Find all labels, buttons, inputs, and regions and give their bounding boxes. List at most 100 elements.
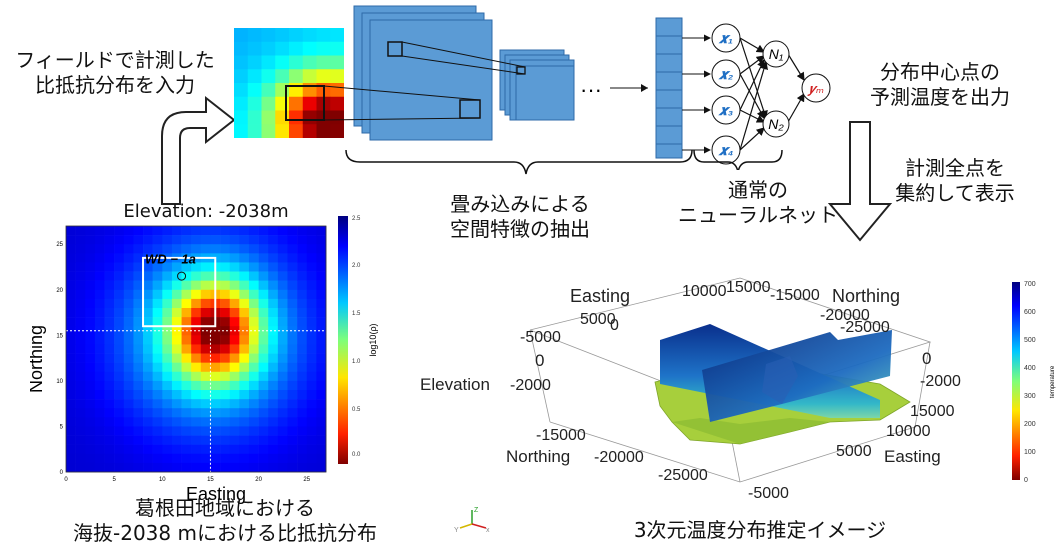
heatmap-cell: [316, 280, 327, 291]
heatmap-cell: [248, 380, 259, 391]
heatmap-cell: [277, 408, 288, 418]
heatmap-cell: [306, 380, 317, 391]
heatmap-cell: [66, 399, 76, 409]
heatmap-cell: [104, 435, 115, 445]
input-grid-cell: [247, 96, 262, 111]
heatmap-cell: [258, 362, 269, 373]
heatmap-cell: [85, 280, 96, 291]
heatmap-cell: [85, 417, 96, 427]
heatmap-cell: [162, 408, 173, 418]
heatmap-cell: [277, 280, 288, 291]
heatmap-cell: [239, 308, 250, 318]
svg-text:-25000: -25000: [840, 319, 890, 336]
svg-text:temperature: temperature: [1050, 365, 1056, 398]
heatmap-cell: [277, 235, 288, 245]
input-node-3: [711, 95, 741, 125]
output-line-1: 分布中心点の: [880, 60, 1000, 84]
heatmap-cell: [191, 362, 202, 373]
svg-text:400: 400: [1024, 365, 1036, 372]
heatmap-cell: [277, 289, 288, 300]
heatmap-cell: [239, 453, 250, 464]
heatmap-cell: [171, 244, 182, 254]
heatmap-cell: [229, 362, 240, 373]
heatmap-cell: [181, 262, 192, 272]
input-grid-cell: [289, 124, 304, 138]
input-grid-cell: [234, 55, 249, 70]
svg-text:log10(ρ): log10(ρ): [368, 323, 378, 356]
heatmap-cell: [75, 298, 86, 309]
heatmap-cell: [248, 262, 259, 272]
heatmap-cell: [287, 371, 298, 382]
heatmap-cell: [306, 226, 317, 236]
heatmap-cell: [143, 308, 153, 318]
heatmap-cell: [181, 462, 192, 473]
svg-text:100: 100: [1024, 449, 1036, 456]
heatmap-cell: [104, 308, 115, 318]
heatmap-cell: [277, 344, 288, 354]
heatmap-cell: [104, 298, 115, 309]
heatmap-cell: [239, 444, 250, 455]
heatmap-cell: [75, 399, 86, 409]
heatmap-cell: [268, 253, 279, 263]
heatmap-cell: [306, 344, 317, 354]
caption-left: 葛根田地域における 海抜-2038 mにおける比抵抗分布: [30, 496, 420, 546]
heatmap-cell: [239, 344, 250, 354]
heatmap-cell: [123, 235, 134, 245]
heatmap-cell: [181, 317, 192, 327]
heatmap-cell: [210, 417, 221, 427]
caption-left-line2: 海抜-2038 mにおける比抵抗分布: [73, 521, 377, 545]
heatmap-cell: [143, 244, 153, 254]
heatmap-cell: [220, 262, 231, 272]
heatmap-cell: [268, 308, 279, 318]
heatmap-cell: [85, 380, 96, 391]
heatmap-cell: [143, 380, 153, 391]
heatmap-cell: [114, 271, 125, 281]
svg-text:5000: 5000: [836, 443, 872, 460]
heatmap-cell: [239, 462, 250, 473]
heatmap-cell: [123, 271, 134, 281]
heatmap-cell: [191, 453, 202, 464]
heatmap-cell: [248, 335, 259, 345]
heatmap-cell: [316, 344, 327, 354]
input-grid-cell: [302, 41, 317, 56]
heatmap-cell: [316, 380, 327, 391]
heatmap-cell: [114, 362, 125, 373]
svg-text:Easting: Easting: [884, 447, 941, 466]
heatmap-cell: [306, 362, 317, 373]
heatmap-cell: [268, 399, 279, 409]
heatmap-cell: [297, 362, 308, 373]
heatmap-cell: [143, 417, 153, 427]
heatmap-cell: [239, 262, 250, 272]
heatmap-cell: [191, 462, 202, 473]
heatmap-cell: [229, 298, 240, 309]
heatmap-cell: [316, 235, 327, 245]
heatmap-cell: [133, 371, 144, 382]
heatmap-cell: [123, 317, 134, 327]
heatmap-cell: [171, 408, 182, 418]
heatmap-cell: [268, 453, 279, 464]
input-grid-cell: [302, 96, 317, 111]
input-grid-cell: [247, 28, 262, 43]
heatmap-cell: [152, 353, 163, 363]
heatmap-cell: [200, 289, 211, 300]
heatmap-cell: [297, 435, 308, 445]
heatmap-cell: [258, 417, 269, 427]
svg-text:Y: Y: [454, 527, 459, 534]
heatmap-cell: [239, 353, 250, 363]
heatmap-cell: [200, 235, 211, 245]
heatmap-cell: [171, 371, 182, 382]
heatmap-cell: [258, 453, 269, 464]
heatmap-cell: [181, 353, 192, 363]
input-grid-cell: [261, 41, 276, 56]
feature-map-stack-1: [353, 5, 493, 141]
heatmap-cell: [316, 298, 327, 309]
heatmap-cell: [85, 426, 96, 436]
heatmap-cell: [200, 453, 211, 464]
heatmap-cell: [297, 371, 308, 382]
heatmap-cell: [123, 453, 134, 464]
heatmap-cell: [181, 453, 192, 464]
y-tick-label: 15: [56, 333, 63, 339]
heatmap-cell: [75, 371, 86, 382]
heatmap-cell: [114, 298, 125, 309]
heatmap-cell: [210, 462, 221, 473]
